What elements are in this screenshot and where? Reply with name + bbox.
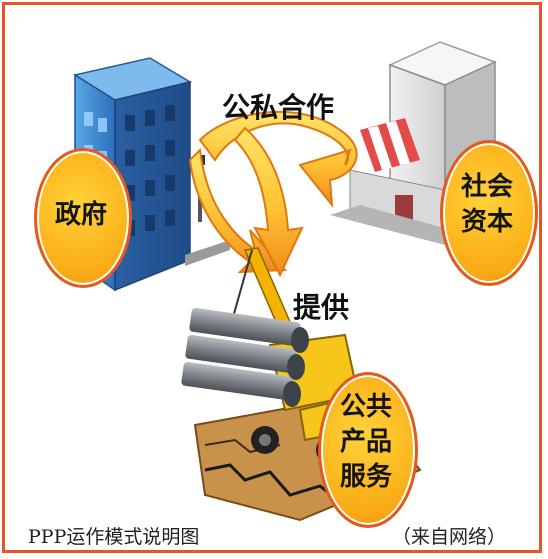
government-label: 政府 [54, 200, 107, 230]
top-label: 公私合作 [222, 91, 335, 124]
public-product-badge [318, 372, 418, 528]
caption-source: （来自网络） [392, 526, 507, 548]
public-product-line2: 产品 [339, 427, 392, 457]
social-capital-label-line1: 社会 [460, 172, 513, 202]
provide-label: 提供 [293, 291, 350, 324]
social-capital-label-line2: 资本 [460, 207, 513, 237]
flow-arrow [188, 110, 358, 278]
caption-title: PPP运作模式说明图 [28, 526, 200, 548]
government-badge [34, 148, 132, 288]
shop-awning [360, 118, 420, 172]
public-product-line3: 服务 [339, 462, 392, 492]
social-capital-badge [440, 140, 538, 286]
pipe-bundle [181, 307, 309, 407]
public-product-line1: 公共 [339, 392, 392, 422]
